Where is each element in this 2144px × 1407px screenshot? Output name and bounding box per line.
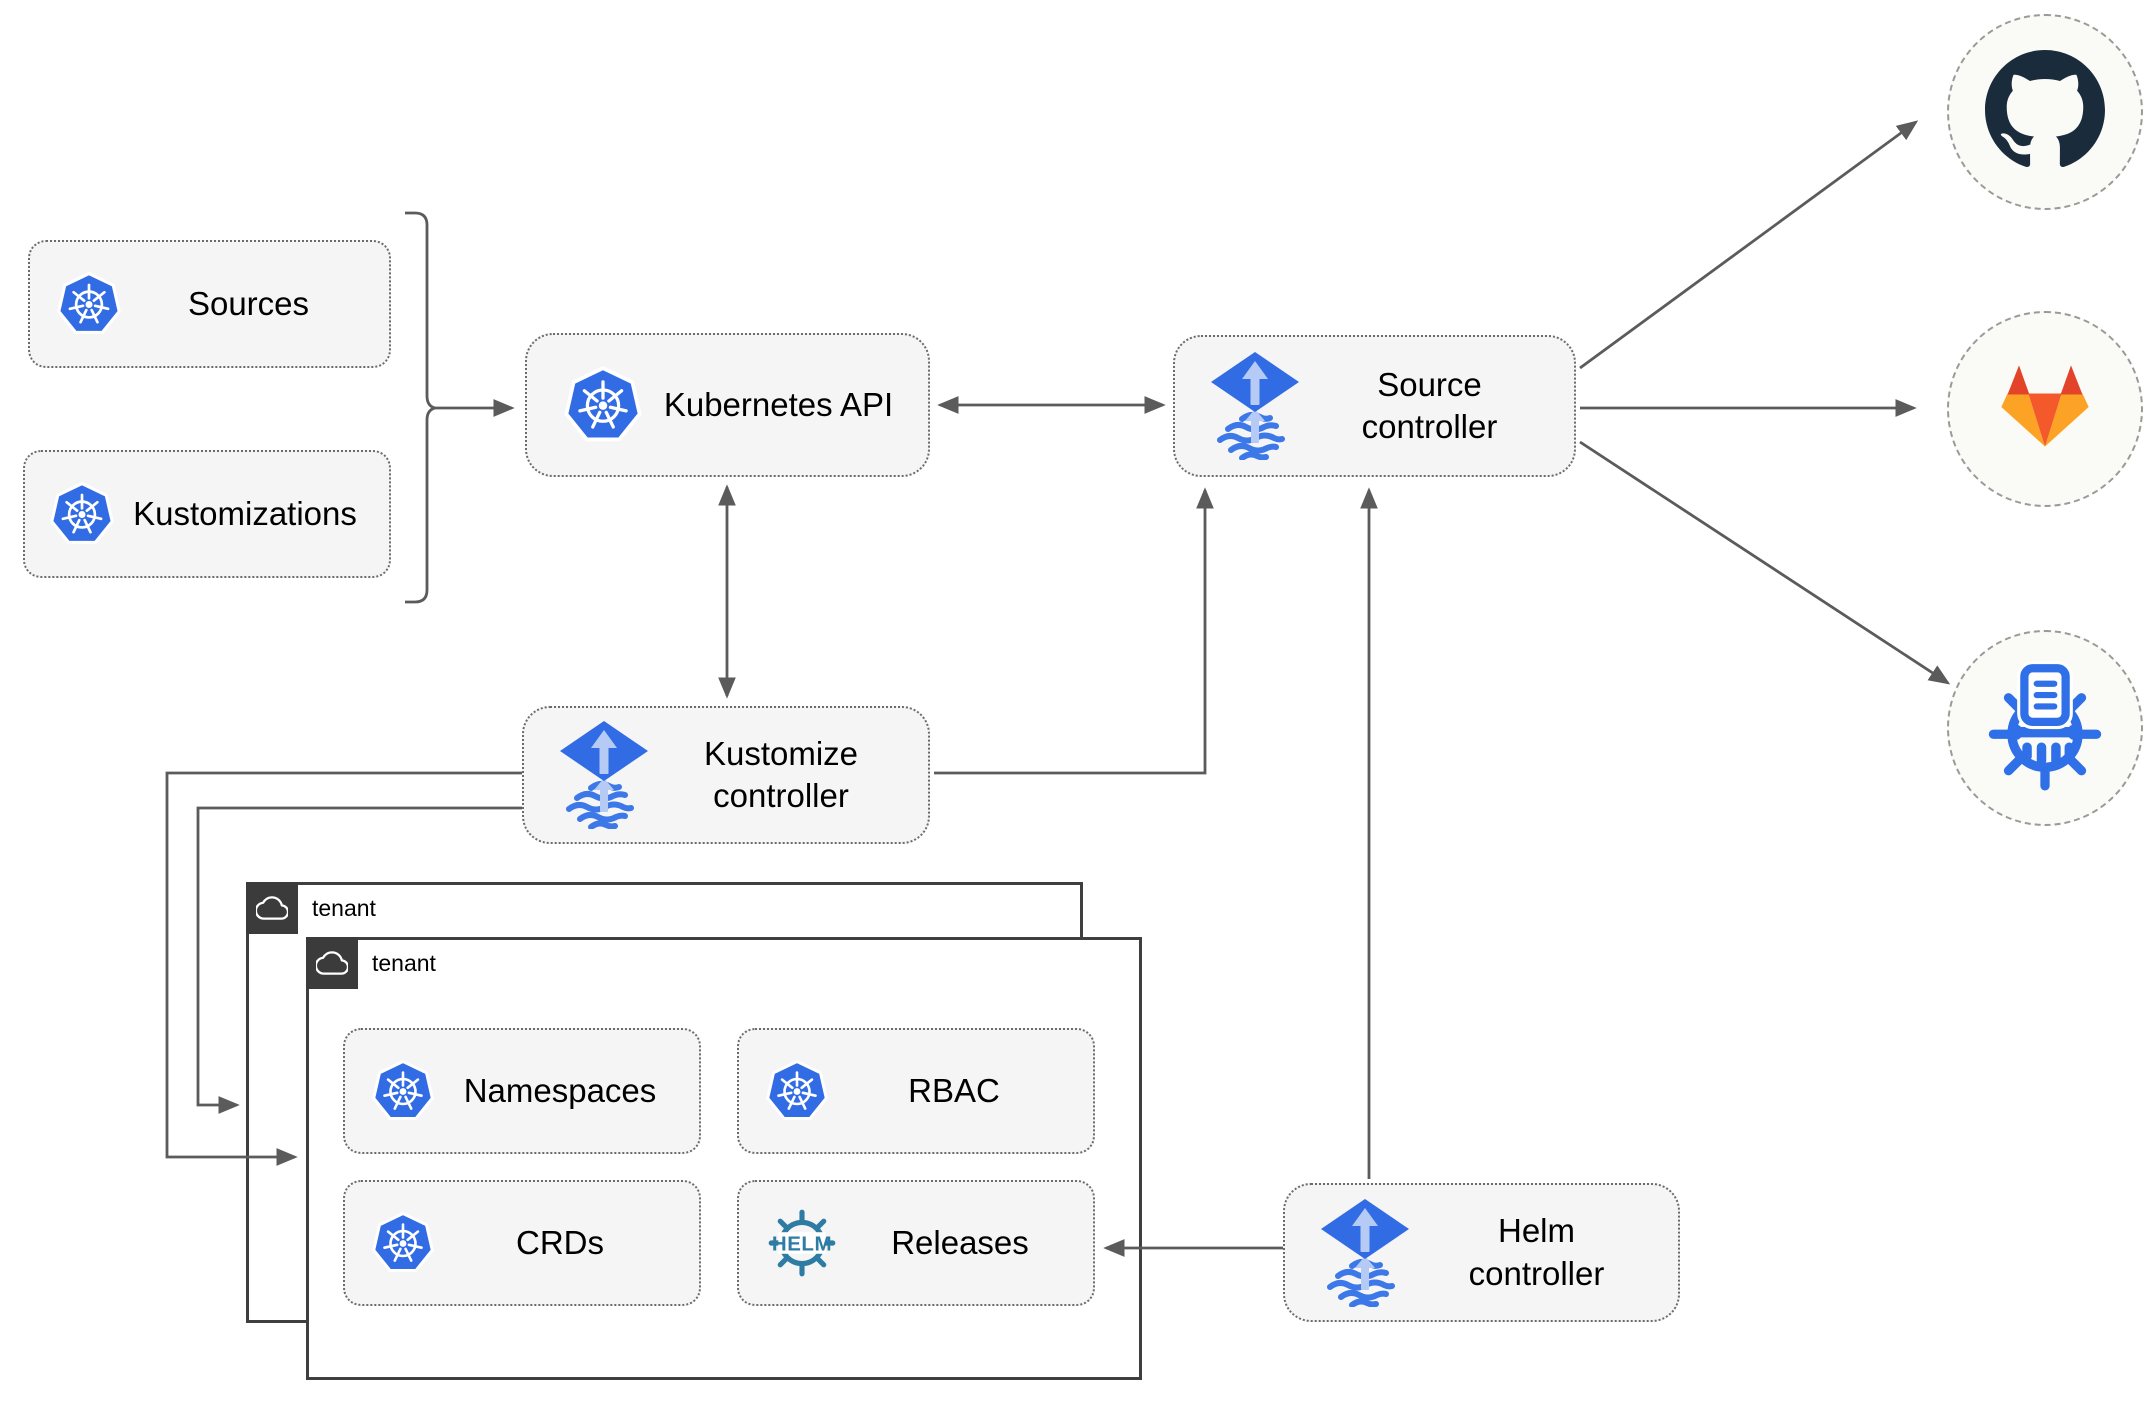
edge-source-controller-to-github [1579, 120, 1919, 370]
helm-repository-icon [1979, 660, 2111, 797]
edge-kustomize-controller-to-source-controller [934, 487, 1214, 775]
sources-node: Sources [28, 240, 391, 368]
helm-controller-label: Helm controller [1468, 1212, 1605, 1292]
tenant-front-box [306, 937, 1142, 1380]
helm-wordmark: HELM [772, 1233, 832, 1256]
flux-icon [1211, 352, 1299, 460]
rbac-label: RBAC [908, 1071, 1000, 1109]
kubernetes-icon [371, 1211, 435, 1275]
sources-label: Sources [187, 284, 310, 322]
kubernetes-api-node: Kubernetes API [525, 333, 930, 477]
source-controller-label: Source controller [1361, 365, 1498, 445]
helm-repository-source [1947, 630, 2143, 826]
edge-source-controller-to-helm-repository [1579, 440, 1951, 685]
kustomize-controller-label: Kustomize controller [703, 734, 859, 814]
gitlab-source [1947, 311, 2143, 507]
github-icon [1985, 49, 2105, 175]
kubernetes-icon [49, 481, 115, 547]
cloud-icon [306, 937, 358, 989]
group-bracket [405, 211, 436, 604]
kustomizations-node: Kustomizations [23, 450, 391, 578]
gitlab-icon [1993, 359, 2097, 460]
rbac-node: RBAC [737, 1028, 1095, 1154]
flux-icon [560, 721, 648, 829]
kubernetes-icon [371, 1059, 435, 1123]
source-controller-node: Source controller [1173, 335, 1576, 477]
namespaces-node: Namespaces [343, 1028, 701, 1154]
cloud-icon [246, 882, 298, 934]
github-source [1947, 14, 2143, 210]
kustomize-controller-node: Kustomize controller [522, 706, 930, 844]
tenant-back-label: tenant [312, 895, 376, 921]
helm-icon: HELM [763, 1204, 841, 1282]
releases-node: HELM Releases [737, 1180, 1095, 1306]
kubernetes-api-label: Kubernetes API [663, 385, 894, 423]
namespaces-label: Namespaces [463, 1071, 657, 1109]
releases-label: Releases [891, 1223, 1029, 1261]
kustomizations-label: Kustomizations [133, 494, 357, 532]
kubernetes-icon [563, 365, 643, 445]
kubernetes-icon [56, 271, 122, 337]
crds-label: CRDs [516, 1223, 604, 1261]
kubernetes-icon [765, 1059, 829, 1123]
crds-node: CRDs [343, 1180, 701, 1306]
flux-icon [1321, 1199, 1409, 1307]
tenant-front-label: tenant [372, 950, 436, 976]
helm-controller-node: Helm controller [1283, 1183, 1680, 1322]
